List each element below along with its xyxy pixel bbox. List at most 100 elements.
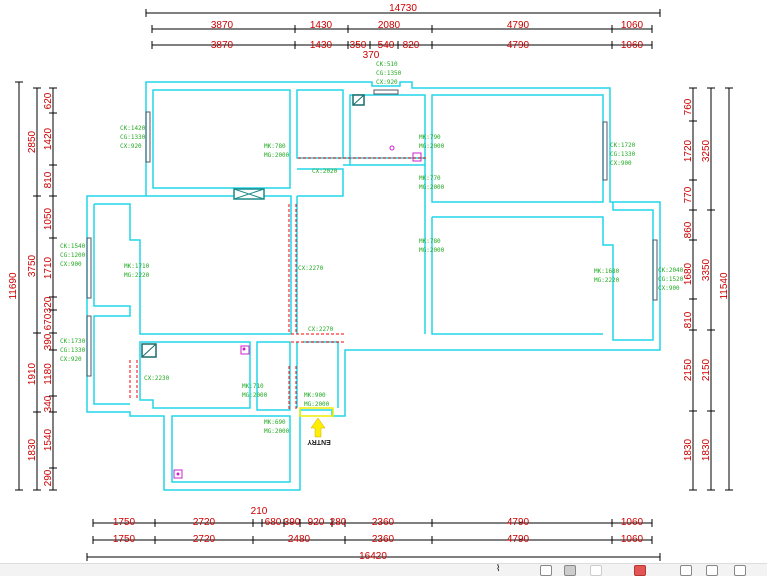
label-door-mk1710-0: MK:1710 (124, 263, 150, 270)
dim-top-r2-6: 1060 (621, 40, 644, 51)
label-win-right-mid-2: CX:900 (658, 285, 680, 292)
label-door-mk710-1: MG:2000 (242, 392, 268, 399)
window-icon[interactable] (706, 565, 718, 576)
dim-right-inner-6: 2150 (683, 358, 694, 381)
label-door-mk780-1: MG:2000 (264, 152, 290, 159)
dim-left-inner-8: 1180 (43, 363, 54, 385)
drain-icon (389, 145, 395, 151)
error-icon[interactable] (634, 565, 646, 576)
label-door-mk690-1: MG:2000 (264, 428, 290, 435)
label-door-mk770-1: MG:2000 (419, 184, 445, 191)
dim-right-inner-3: 860 (683, 221, 694, 238)
dim-right-outer-1: 3350 (701, 258, 712, 281)
dim-left-inner-2: 810 (43, 171, 54, 188)
label-win-left-low-0: CK:1730 (60, 338, 86, 345)
dim-top-r2-4: 820 (403, 40, 420, 51)
floor-plan-canvas: 14730 3870 1430 2080 4790 1060 3870 1430… (8, 3, 733, 562)
pipe-icon (173, 469, 183, 479)
left-dimensions: 11690 2850 3750 1910 1830 620 1420 810 1… (8, 81, 57, 491)
label-cx2270b: CX:2270 (308, 326, 334, 333)
dim-top-r2-3: 540 (378, 40, 395, 51)
label-win-right-top-0: CK:1720 (610, 142, 636, 149)
dim-bottom-r1-8: 1060 (621, 517, 644, 528)
label-win-left-mid-0: CK:1540 (60, 243, 86, 250)
dim-left-inner-5: 320 (43, 296, 54, 313)
label-door-mk900-0: MK:900 (304, 392, 326, 399)
dim-bottom-r2-1: 2720 (193, 534, 216, 545)
dim-left-inner-11: 290 (43, 469, 54, 486)
dim-top-r1-3: 4790 (507, 20, 530, 31)
pipe-icon (240, 345, 250, 355)
label-win-left-top-1: CG:1330 (120, 134, 146, 141)
ortho-icon[interactable] (590, 565, 602, 576)
label-door-mk780b-1: MG:2000 (419, 247, 445, 254)
dim-left-inner-10: 1540 (43, 428, 54, 451)
label-win-left-top-2: CX:920 (120, 143, 142, 150)
label-cx2270: CX:2270 (298, 265, 324, 272)
dim-top-r2-0: 3870 (211, 40, 234, 51)
dim-right-inner-2: 770 (683, 186, 694, 203)
dim-left-inner-6: 670 (43, 313, 54, 330)
maximize-icon[interactable] (734, 565, 746, 576)
dim-left-inner-4: 1710 (43, 256, 54, 279)
label-win-right-mid-1: CG:1520 (658, 276, 684, 283)
label-door-mk780-0: MK:780 (264, 143, 286, 150)
right-dimensions: 760 1720 770 860 1680 810 2150 1830 3250… (683, 87, 733, 491)
label-win-left-mid-1: CG:1200 (60, 252, 86, 259)
label-door-mk710-0: MK:710 (242, 383, 264, 390)
grid-icon[interactable] (540, 565, 552, 576)
label-door-mk690-0: MK:690 (264, 419, 286, 426)
dim-bottom-r1-6: 2360 (372, 517, 395, 528)
dim-left-inner-3: 1050 (43, 207, 54, 230)
label-win-top-center-2: CX:920 (376, 79, 398, 86)
label-win-right-top-1: CG:1330 (610, 151, 636, 158)
opening-lines (129, 157, 428, 410)
dim-top-sub: 370 (363, 50, 380, 61)
label-win-left-low-1: CG:1330 (60, 347, 86, 354)
dim-bottom-r1-4: 920 (308, 517, 325, 528)
entry-arrow-icon (310, 417, 326, 438)
dim-bottom-r2-2: 2480 (288, 534, 311, 545)
dim-left-inner-1: 1420 (43, 127, 54, 150)
dim-left-outer-3: 1830 (27, 438, 38, 461)
label-cx2230: CX:2230 (144, 375, 170, 382)
dim-top-overall: 14730 (389, 3, 417, 14)
dim-left-outer-0: 2850 (27, 130, 38, 153)
label-win-left-mid-2: CX:900 (60, 261, 82, 268)
dim-bottom-overall: 16420 (359, 551, 387, 562)
dim-left-inner-0: 620 (43, 92, 54, 109)
dim-top-r1-4: 1060 (621, 20, 644, 31)
entry-label: ENTRY (307, 438, 331, 445)
dim-top-r2-2: 350 (350, 40, 367, 51)
snap-icon[interactable] (564, 565, 576, 576)
label-door-mk1680-0: MK:1680 (594, 268, 620, 275)
dim-top-r1-1: 1430 (310, 20, 333, 31)
label-door-mk1710-1: MG:2220 (124, 272, 150, 279)
dim-bottom-r1-5: 280 (330, 517, 347, 528)
walls (86, 81, 661, 491)
dim-left-inner-9: 340 (43, 395, 54, 412)
dim-top-r2-5: 4790 (507, 40, 530, 51)
label-win-left-top-0: CK:1420 (120, 125, 146, 132)
dim-bottom-r2-4: 4790 (507, 534, 530, 545)
label-win-right-top-2: CX:900 (610, 160, 632, 167)
label-cx2020: CX:2020 (312, 168, 338, 175)
label-win-top-center-1: CG:1350 (376, 70, 402, 77)
label-door-mk790-0: MK:790 (419, 134, 441, 141)
dim-bottom-r1-1: 2720 (193, 517, 216, 528)
label-win-right-mid-0: CK:2040 (658, 267, 684, 274)
dim-bottom-r1-7: 4790 (507, 517, 530, 528)
bottom-dimensions: 210 1750 2720 680 390 920 280 2360 4790 … (86, 506, 661, 562)
dim-top-r2-1: 1430 (310, 40, 333, 51)
dim-bottom-r1-2: 680 (265, 517, 282, 528)
top-dimensions: 14730 3870 1430 2080 4790 1060 3870 1430… (145, 3, 661, 61)
label-door-mk770-0: MK:770 (419, 175, 441, 182)
label-door-mk790-1: MG:2000 (419, 143, 445, 150)
dim-top-r1-2: 2080 (378, 20, 401, 31)
dim-bottom-r2-5: 1060 (621, 534, 644, 545)
dim-right-inner-7: 1830 (683, 438, 694, 461)
dim-right-outer-2: 2150 (701, 358, 712, 381)
entry: ENTRY (299, 407, 334, 445)
layout-icon[interactable] (680, 565, 692, 576)
cursor-icon[interactable]: ⌇ (496, 564, 501, 574)
